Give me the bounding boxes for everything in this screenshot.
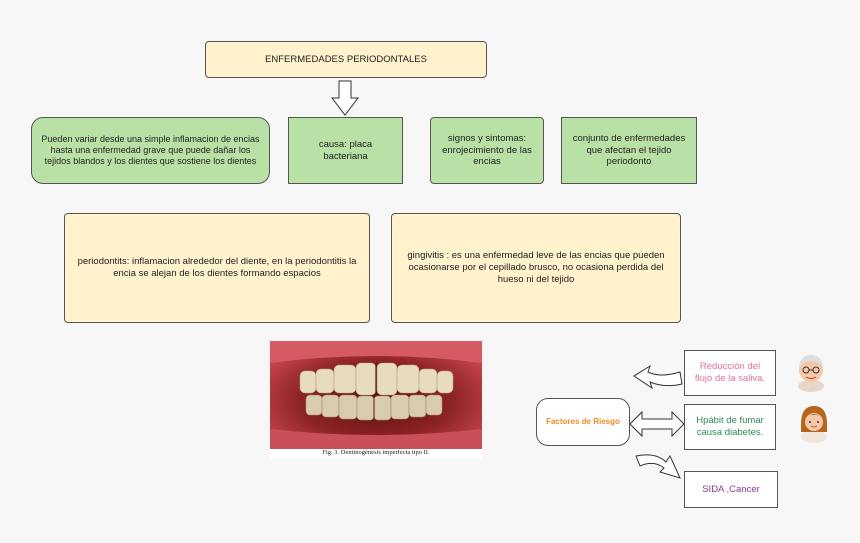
definition-box: Pueden variar desde una simple inflamaci… (31, 117, 270, 184)
photo-caption: Fig. 3. Dentinogénesis imperfecta tipo I… (322, 449, 430, 456)
teeth-photo (270, 341, 482, 458)
title-text: ENFERMEDADES PERIODONTALES (265, 53, 427, 65)
risk-item-saliva: Reducción del flujo de la saliva. (684, 350, 776, 396)
periodontitis-box: periodontits: inflamacion alrededor del … (64, 213, 370, 323)
symptoms-box: signos y sintomas: enrojecimiento de las… (430, 117, 544, 184)
cause-box: causa: placa bacteriana (288, 117, 403, 184)
risk-item-sida: SIDA ,Cancer (684, 471, 778, 508)
risk-center-box: Factores de Riesgo (536, 398, 630, 446)
gingivitis-box: gingivitis : es una enfermedad leve de l… (391, 213, 681, 323)
teeth-photo-icon (270, 341, 482, 449)
down-arrow-icon (330, 80, 360, 116)
title-box: ENFERMEDADES PERIODONTALES (205, 41, 487, 78)
group-box: conjunto de enfermedades que afectan el … (561, 117, 697, 184)
risk-item-smoking: Hpábit de fumar causa diabetes. (684, 404, 776, 450)
